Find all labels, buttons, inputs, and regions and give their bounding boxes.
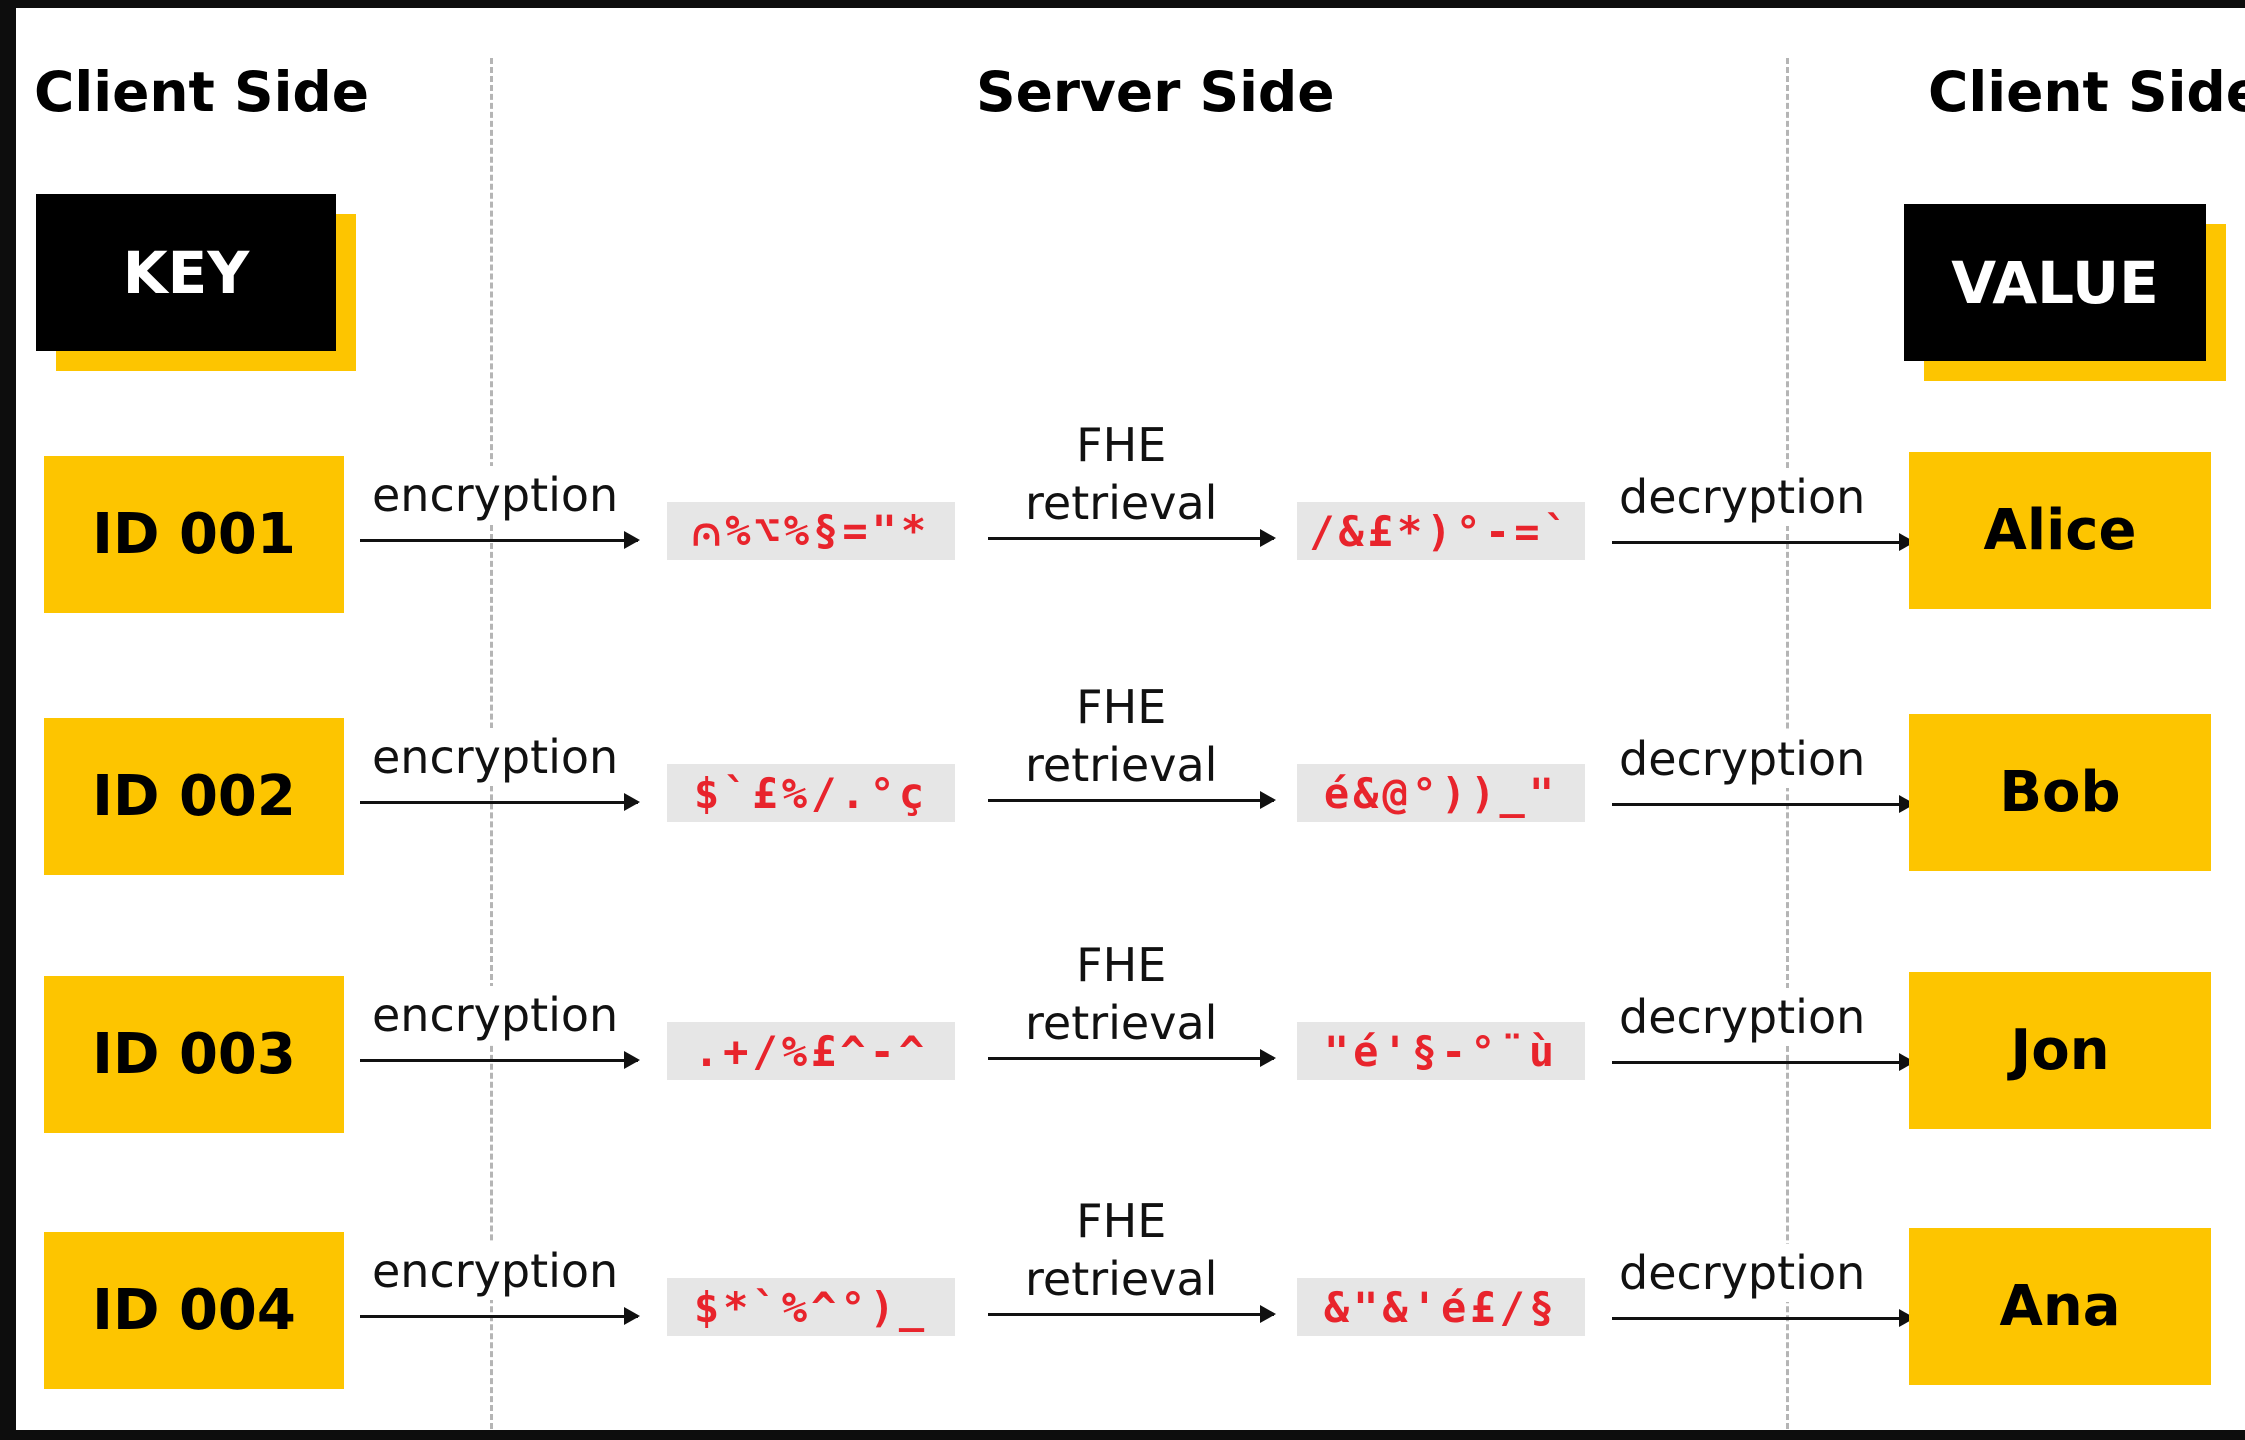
decryption-arrow xyxy=(1612,1309,1915,1327)
key-id-box: ID 001 xyxy=(44,456,344,613)
fhe-retrieval-label: FHE retrieval xyxy=(1017,416,1226,532)
encryption-arrow xyxy=(360,1307,640,1325)
encryption-arrow xyxy=(360,531,640,549)
ciphertext-result: "é'§-°¨ù xyxy=(1297,1022,1585,1080)
key-box: KEY xyxy=(36,194,336,351)
fhe-retrieval-arrow xyxy=(988,1305,1276,1323)
fhe-retrieval-label: FHE retrieval xyxy=(1017,678,1226,794)
header-client-right: Client Side xyxy=(1928,60,2245,124)
fhe-retrieval-arrow xyxy=(988,1049,1276,1067)
key-id-box: ID 004 xyxy=(44,1232,344,1389)
decryption-label: decryption xyxy=(1611,1244,1874,1302)
decryption-label: decryption xyxy=(1611,730,1874,788)
header-client-left: Client Side xyxy=(34,60,370,124)
decryption-arrow xyxy=(1612,1053,1915,1071)
key-id-box: ID 003 xyxy=(44,976,344,1133)
ciphertext-query: $`£%/.°ç xyxy=(667,764,955,822)
value-name-box: Ana xyxy=(1909,1228,2211,1385)
encryption-label: encryption xyxy=(364,1242,627,1300)
encryption-arrow xyxy=(360,793,640,811)
fhe-retrieval-label: FHE retrieval xyxy=(1017,1192,1226,1308)
encryption-label: encryption xyxy=(364,466,627,524)
key-id-box: ID 002 xyxy=(44,718,344,875)
encryption-label: encryption xyxy=(364,728,627,786)
fhe-retrieval-arrow xyxy=(988,791,1276,809)
ciphertext-query: $*`%^°)_ xyxy=(667,1278,955,1336)
ciphertext-result: &"&'é£/§ xyxy=(1297,1278,1585,1336)
value-name-box: Jon xyxy=(1909,972,2211,1129)
decryption-arrow xyxy=(1612,795,1915,813)
fhe-retrieval-label: FHE retrieval xyxy=(1017,936,1226,1052)
decryption-arrow xyxy=(1612,533,1915,551)
decryption-label: decryption xyxy=(1611,468,1874,526)
fhe-diagram: Client Side Server Side Client Side KEY … xyxy=(16,8,2245,1430)
ciphertext-query: ⩀%⌥%§="* xyxy=(667,502,955,560)
ciphertext-query: .+/%£^-^ xyxy=(667,1022,955,1080)
value-name-box: Alice xyxy=(1909,452,2211,609)
header-server: Server Side xyxy=(976,60,1335,124)
ciphertext-result: é&@°))_" xyxy=(1297,764,1585,822)
encryption-arrow xyxy=(360,1051,640,1069)
decryption-label: decryption xyxy=(1611,988,1874,1046)
fhe-retrieval-arrow xyxy=(988,529,1276,547)
value-box: VALUE xyxy=(1904,204,2206,361)
encryption-label: encryption xyxy=(364,986,627,1044)
value-name-box: Bob xyxy=(1909,714,2211,871)
ciphertext-result: /&£*)°-=` xyxy=(1297,502,1585,560)
